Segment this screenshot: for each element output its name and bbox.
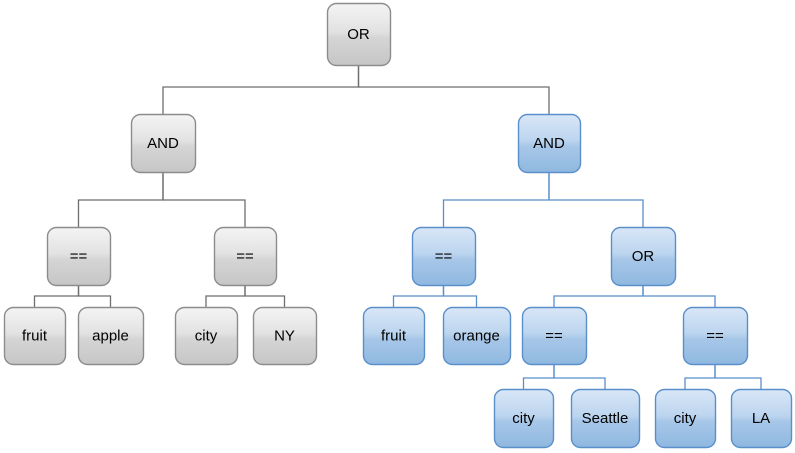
node-box[interactable] (730, 388, 793, 449)
node-box[interactable] (46, 226, 112, 287)
node-box[interactable] (326, 2, 392, 67)
tree-edge (77, 285, 112, 307)
node-box[interactable] (252, 306, 318, 366)
tree-edge (162, 65, 360, 114)
tree-edge (244, 285, 286, 307)
node-box[interactable] (517, 113, 582, 174)
tree-edge (357, 65, 550, 114)
tree-edge (33, 285, 80, 307)
tree-edge (77, 172, 164, 227)
tree-node-right-and[interactable]: AND (517, 113, 582, 174)
node-box[interactable] (3, 306, 67, 366)
node-box[interactable] (442, 306, 512, 366)
tree-node-gray-leaf-apple[interactable]: apple (77, 306, 145, 366)
tree-edge (684, 364, 716, 389)
node-box[interactable] (521, 306, 588, 366)
node-box[interactable] (213, 226, 278, 287)
tree-node-blue-leaf-la[interactable]: LA (730, 388, 793, 449)
tree-edge (442, 285, 478, 307)
node-box[interactable] (610, 226, 677, 287)
node-box[interactable] (570, 388, 641, 449)
tree-node-gray-eq-city[interactable]: == (213, 226, 278, 287)
tree-node-blue-leaf-fruit[interactable]: fruit (362, 306, 426, 366)
tree-edge (522, 364, 555, 389)
tree-node-left-and[interactable]: AND (130, 113, 197, 174)
tree-node-blue-leaf-seattle[interactable]: Seattle (570, 388, 641, 449)
node-box[interactable] (174, 306, 239, 366)
tree-edge (642, 285, 716, 307)
tree-node-blue-eq-fruit[interactable]: == (411, 226, 477, 287)
tree-node-blue-leaf-city-2[interactable]: city (654, 388, 717, 449)
tree-edge (162, 172, 246, 227)
tree-node-blue-eq-seattle[interactable]: == (521, 306, 588, 366)
tree-node-blue-eq-la[interactable]: == (682, 306, 749, 366)
tree-edge (205, 285, 246, 307)
tree-node-gray-leaf-ny[interactable]: NY (252, 306, 318, 366)
tree-node-gray-leaf-fruit[interactable]: fruit (3, 306, 67, 366)
tree-node-blue-leaf-orange[interactable]: orange (442, 306, 512, 366)
node-box[interactable] (130, 113, 197, 174)
node-box[interactable] (654, 388, 717, 449)
tree-node-blue-or[interactable]: OR (610, 226, 677, 287)
tree-node-gray-leaf-city[interactable]: city (174, 306, 239, 366)
node-box[interactable] (411, 226, 477, 287)
node-box[interactable] (682, 306, 749, 366)
node-box[interactable] (493, 388, 555, 449)
tree-node-root-or[interactable]: OR (326, 2, 392, 67)
node-box[interactable] (77, 306, 145, 366)
tree-edge (392, 285, 445, 307)
node-box[interactable] (362, 306, 426, 366)
tree-edge (553, 364, 606, 389)
tree-edge (714, 364, 762, 389)
tree-node-gray-eq-fruit[interactable]: == (46, 226, 112, 287)
edges-layer (33, 65, 762, 389)
tree-edge (553, 285, 644, 307)
tree-edge (442, 172, 550, 227)
tree-edge (548, 172, 644, 227)
tree-node-blue-leaf-city-1[interactable]: city (493, 388, 555, 449)
